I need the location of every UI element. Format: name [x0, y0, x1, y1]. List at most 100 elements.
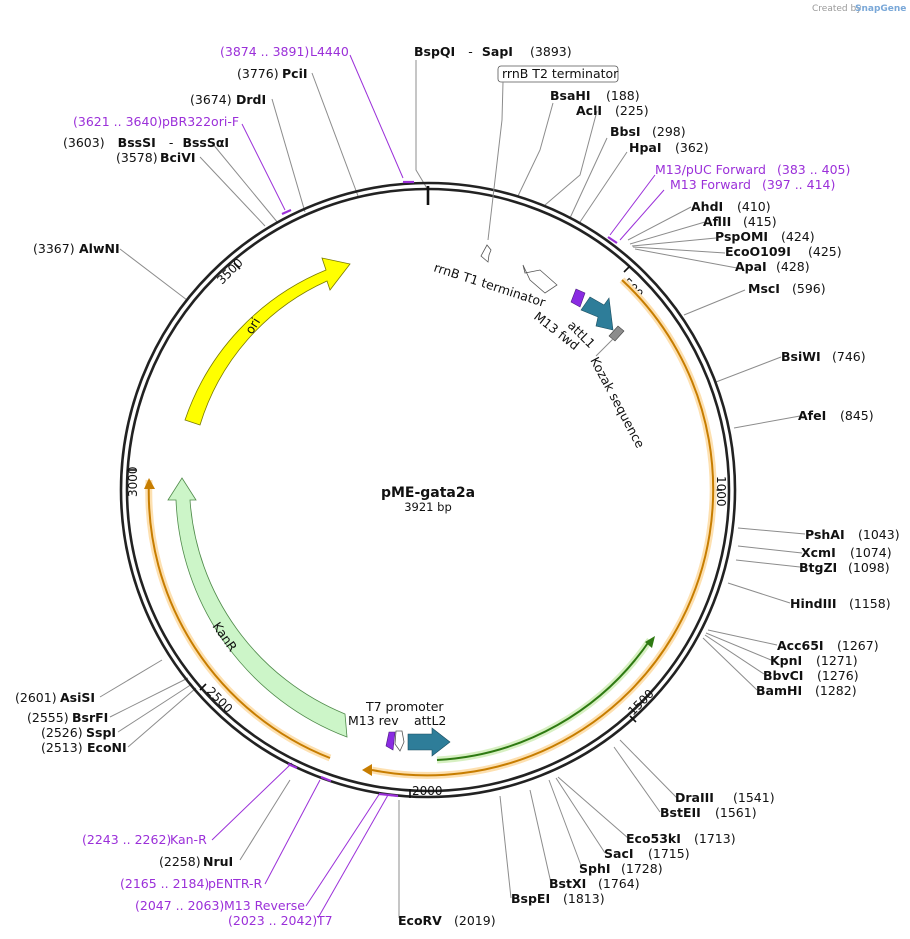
orf-2-arc [147, 479, 331, 759]
svg-text:(1561): (1561) [715, 805, 757, 820]
svg-text:HindIII: HindIII [790, 596, 837, 611]
svg-text:BamHI: BamHI [756, 683, 802, 698]
site-eco53ki: Eco53kI (1713) [626, 831, 736, 846]
tick-1000: 1000 [714, 476, 728, 507]
svg-text:BciVI: BciVI [160, 150, 196, 165]
rrnb-t2-box [497, 65, 619, 83]
site-bsrfi: (2555)BsrFI [27, 710, 108, 725]
orf-2-arrowhead [144, 478, 155, 489]
svg-text:(1098): (1098) [848, 560, 890, 575]
svg-text:(2601): (2601) [15, 690, 57, 705]
svg-text:Eco53kI: Eco53kI [626, 831, 681, 846]
site-apai: ApaI(428) [735, 259, 810, 274]
site-ahdi: AhdI(410) [691, 199, 771, 214]
svg-text:(3874 .. 3891): (3874 .. 3891) [220, 44, 309, 59]
site-bsahi: BsaHI (188) [550, 88, 640, 103]
t7-promoter-feature [394, 730, 405, 752]
tick-3000: 3000 [126, 466, 140, 497]
svg-text:Acc65I: Acc65I [777, 638, 824, 653]
svg-text:BspEI: BspEI [511, 891, 550, 906]
ori-label: ori [242, 315, 263, 337]
kozak-leader [595, 335, 617, 357]
svg-text:BbvCI: BbvCI [763, 668, 803, 683]
svg-text:(3621 .. 3640): (3621 .. 3640) [73, 114, 162, 129]
svg-text:PspOMI: PspOMI [715, 229, 768, 244]
site-asisi: (2601)AsiSI [15, 690, 95, 705]
svg-text:PshAI: PshAI [805, 527, 845, 542]
svg-text:(1282): (1282) [815, 683, 857, 698]
site-bsssi: (3603) BssSI - BssSαI [63, 132, 229, 151]
svg-text:XcmI: XcmI [801, 545, 836, 560]
svg-text:BstXI: BstXI [549, 876, 586, 891]
primer-marks [281, 180, 618, 798]
primer-m13fwd: M13 Forward(397 .. 414) [670, 177, 835, 192]
svg-text:(1713): (1713) [694, 831, 736, 846]
svg-text:(1276): (1276) [817, 668, 859, 683]
svg-text:(1715): (1715) [648, 846, 690, 861]
site-hpai: HpaI(362) [629, 140, 709, 155]
tick-3500: 3500 [214, 256, 245, 287]
plasmid-name: pME-gata2a [381, 485, 475, 501]
site-ecorv: EcoRV(2019) [398, 913, 496, 928]
svg-text:PciI: PciI [282, 66, 308, 81]
svg-text:SphI: SphI [579, 861, 611, 876]
kanr-feature [167, 477, 348, 738]
svg-text:(2165 .. 2184): (2165 .. 2184) [120, 876, 209, 891]
rrnb-t2-leader [487, 81, 504, 241]
svg-text:M13 Reverse: M13 Reverse [224, 898, 305, 913]
site-drdi: (3674) DrdI [190, 92, 266, 107]
m13-rev-feature [385, 731, 396, 751]
svg-text:BbsI: BbsI [610, 124, 641, 139]
svg-text:pBR322ori-F: pBR322ori-F [162, 114, 239, 129]
svg-text:DraIII: DraIII [675, 790, 714, 805]
svg-text:NruI: NruI [203, 854, 233, 869]
svg-text:(298): (298) [652, 124, 686, 139]
pos-bsssi: (3603) [63, 135, 105, 150]
svg-text:AfeI: AfeI [798, 408, 826, 423]
svg-text:BsrFI: BsrFI [72, 710, 108, 725]
svg-text:(596): (596) [792, 281, 826, 296]
svg-text:(3674): (3674) [190, 92, 232, 107]
bsssi-sep: - [169, 135, 174, 150]
primer-kanr: (2243 .. 2262)Kan-R [82, 832, 207, 847]
attl2-label: attL2 [414, 713, 446, 728]
svg-text:(746): (746) [832, 349, 866, 364]
svg-text:(383 .. 405): (383 .. 405) [777, 162, 850, 177]
svg-text:(188): (188) [606, 88, 640, 103]
svg-text:HpaI: HpaI [629, 140, 662, 155]
svg-text:EcoO109I: EcoO109I [725, 244, 791, 259]
attl1-feature [580, 296, 614, 331]
svg-text:pENTR-R: pENTR-R [208, 876, 263, 891]
svg-text:(1764): (1764) [598, 876, 640, 891]
kozak-label: Kozak sequence [587, 354, 648, 450]
tick-marks [127, 262, 722, 798]
bspqi-sep: - [468, 44, 473, 59]
site-econi: (2513)EcoNI [41, 740, 127, 755]
svg-text:(2513): (2513) [41, 740, 83, 755]
enzyme-bsssi: BssSI [118, 135, 156, 150]
svg-text:(1158): (1158) [849, 596, 891, 611]
pos-bspqi: (3893) [530, 44, 572, 59]
svg-text:(425): (425) [808, 244, 842, 259]
svg-text:(1271): (1271) [816, 653, 858, 668]
svg-text:(3367): (3367) [33, 241, 75, 256]
svg-text:ApaI: ApaI [735, 259, 767, 274]
enzyme-sapi: SapI [482, 44, 513, 59]
svg-text:AsiSI: AsiSI [60, 690, 95, 705]
svg-text:(2258): (2258) [159, 854, 201, 869]
site-saci: SacI(1715) [604, 846, 690, 861]
svg-text:T7: T7 [316, 913, 333, 928]
enzyme-bspqi: BspQI [414, 44, 455, 59]
svg-text:L4440: L4440 [310, 44, 349, 59]
m13-rev-label: M13 rev [348, 713, 399, 728]
site-alwni: (3367) AlwNI [33, 241, 120, 256]
site-bbsi: BbsI (298) [610, 124, 686, 139]
orf-1-arc [371, 279, 715, 777]
svg-text:SspI: SspI [86, 725, 116, 740]
svg-text:BsiWI: BsiWI [781, 349, 821, 364]
svg-text:AlwNI: AlwNI [79, 241, 120, 256]
svg-text:BsaHI: BsaHI [550, 88, 591, 103]
svg-text:DrdI: DrdI [236, 92, 266, 107]
site-acli: AclI(225) [576, 103, 649, 118]
